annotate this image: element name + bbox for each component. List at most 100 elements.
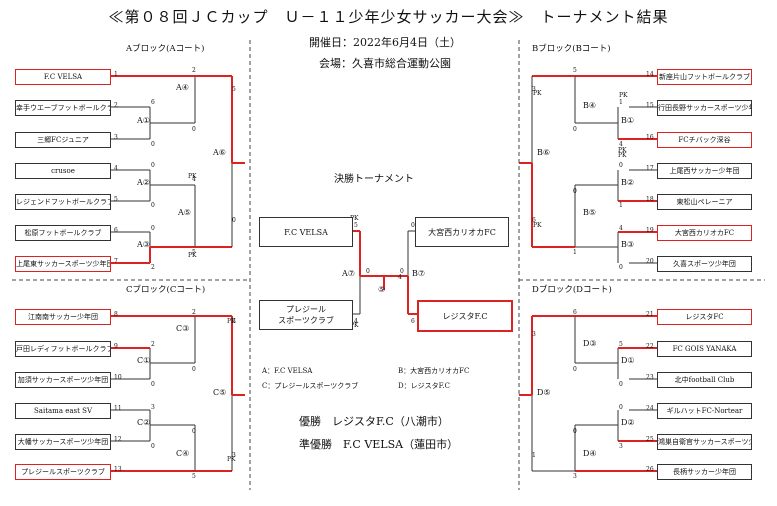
match-label-c4: C④ [176,449,190,458]
match-label-b5: B⑤ [583,208,597,217]
score-c4_13: 5 [192,473,196,480]
score-c2_11: 3 [151,404,155,411]
score-d1_23: 0 [619,381,623,388]
team-seed: 26 [646,466,654,473]
score-a1_2: 6 [151,99,155,106]
match-label-c1: C① [137,356,151,365]
score-f_b7: 0 [400,268,404,275]
block-b-header: Bブロック(Bコート) [532,44,611,54]
score-d5_bot: 1 [532,452,536,459]
finals-heading: 決勝トーナメント [334,174,414,185]
score-c1_10: 0 [151,381,155,388]
team-box: 行田長野サッカースポーツ少年団 [657,100,752,116]
team-seed: 5 [114,196,118,203]
pk-marker: PK [188,173,197,180]
match-label-f_a7: A⑦ [342,269,355,278]
match-label-f_b7: B⑦ [412,269,426,278]
champion-line: 優勝 レジスタF.C（八潮市） [299,415,449,428]
match-label-c2: C② [137,418,151,427]
team-seed: 23 [646,374,654,381]
team-seed: 8 [114,311,118,318]
runner-up-line: 準優勝 F.C VELSA（蓮田市） [299,438,459,451]
block-d-header: Dブロック(Dコート) [532,285,612,295]
match-label-b4: B④ [583,101,597,110]
finals-key-a: A：F.C VELSA [262,367,313,375]
score-b5_b2: 0 [573,188,577,195]
team-seed: 17 [646,165,654,172]
score-c5_top: 3 [232,318,236,325]
team-box: Saitama east SV [15,403,111,419]
pk-marker: PK [533,222,542,229]
team-seed: 16 [646,134,654,141]
team-box: 加須サッカースポーツ少年団 [15,372,111,388]
team-seed: 12 [114,436,122,443]
team-seed: 7 [114,258,118,265]
score-a4_1: 2 [192,67,196,74]
finals-key-c: C：プレジールスポーツクラブ [262,382,359,390]
score-c4_c2: 0 [192,428,196,435]
match-label-b6: B⑥ [537,148,551,157]
score-d3_d1: 0 [573,366,577,373]
match-label-a2: A② [137,178,150,187]
pk-marker: PK [619,92,628,99]
score-f_reg: 6 [411,318,415,325]
match-label-d1: D① [621,356,635,365]
match-label-d4: D④ [583,449,597,458]
score-d4_26: 3 [573,473,577,480]
match-label-c3: C③ [176,324,190,333]
team-box: 幸手ウエーブフットボールクラブ [15,100,111,116]
team-box: プレジールスポーツクラブ [15,464,111,480]
team-seed: 20 [646,258,654,265]
team-box: 戸田レディフットボールクラブ [15,341,111,357]
team-box: 鴻巣自衛官サッカースポーツ少年団 [657,434,752,450]
team-box: 大幡サッカースポーツ少年団 [15,434,111,450]
score-c2_12: 0 [151,443,155,450]
team-seed: 24 [646,405,654,412]
match-label-a5: A⑤ [178,208,191,217]
event-venue: 会場：久喜市総合運動公園 [319,57,451,70]
score-a6_top: 5 [232,86,236,93]
team-seed: 25 [646,436,654,443]
match-label-d3: D③ [583,339,597,348]
match-label-b1: B① [621,116,635,125]
team-box: F.C VELSA [15,69,111,85]
score-b6_bot: 6 [532,217,536,224]
team-box: 江南南サッカー少年団 [15,309,111,325]
score-b3_19: 4 [619,225,623,232]
event-date: 開催日：2022年6月4日（土） [309,36,461,49]
score-d1_22: 5 [619,341,623,348]
block-c-header: Cブロック(Cコート) [126,285,206,295]
team-box: ギルハットFC-Nortear [657,403,752,419]
team-box: 松原フットボールクラブ [15,225,111,241]
score-f_a7: 0 [366,268,370,275]
pk-marker: PK [227,318,236,325]
score-c3_8: 2 [192,309,196,316]
team-seed: 4 [114,165,118,172]
score-c1_9: 2 [151,341,155,348]
pk-marker: PK [227,456,236,463]
score-f_ao: 0 [411,222,415,229]
team-box: crusoe [15,163,111,179]
score-a1_3: 0 [151,141,155,148]
finals-slot-b: 大宮西カリオカFC [415,217,509,247]
score-d4_d2: 0 [573,428,577,435]
score-a6_bot: 0 [232,217,236,224]
team-seed: 19 [646,227,654,234]
score-a2_4: 0 [151,162,155,169]
match-label-a1: A① [137,116,150,125]
score-c3_c1: 0 [192,366,196,373]
score-b3_20: 0 [619,264,623,271]
team-seed: 1 [114,71,118,78]
score-b2_18: 1 [619,202,623,209]
team-seed: 13 [114,466,122,473]
finals-key-b: B：大宮西カリオカFC [398,367,470,375]
score-f_velsa: 5 [354,222,358,229]
team-seed: 3 [114,134,118,141]
score-c5_bot: 3 [232,452,236,459]
team-box: 東松山ペレーニア [657,194,752,210]
match-label-a4: A④ [176,83,189,92]
finals-slot-c: プレジール スポーツクラブ [259,300,353,330]
finals-key-d: D：レジスタF.C [398,382,450,390]
match-label-a6: A⑥ [213,148,226,157]
